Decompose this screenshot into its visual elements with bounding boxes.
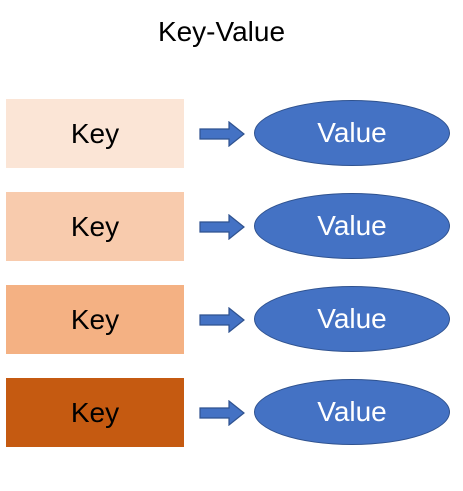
value-ellipse: Value	[254, 286, 450, 352]
key-box: Key	[6, 99, 184, 168]
key-box: Key	[6, 192, 184, 261]
value-ellipse: Value	[254, 379, 450, 445]
key-value-pair: Key Value	[0, 99, 463, 169]
right-arrow-icon	[199, 121, 245, 147]
key-box: Key	[6, 285, 184, 354]
right-arrow-icon	[199, 214, 245, 240]
right-arrow-icon	[199, 307, 245, 333]
diagram-title: Key-Value	[157, 16, 286, 47]
key-box: Key	[6, 378, 184, 447]
key-value-pair: Key Value	[0, 378, 463, 448]
key-value-pair: Key Value	[0, 192, 463, 262]
value-ellipse: Value	[254, 100, 450, 166]
value-ellipse: Value	[254, 193, 450, 259]
key-value-pair: Key Value	[0, 285, 463, 355]
right-arrow-icon	[199, 400, 245, 426]
